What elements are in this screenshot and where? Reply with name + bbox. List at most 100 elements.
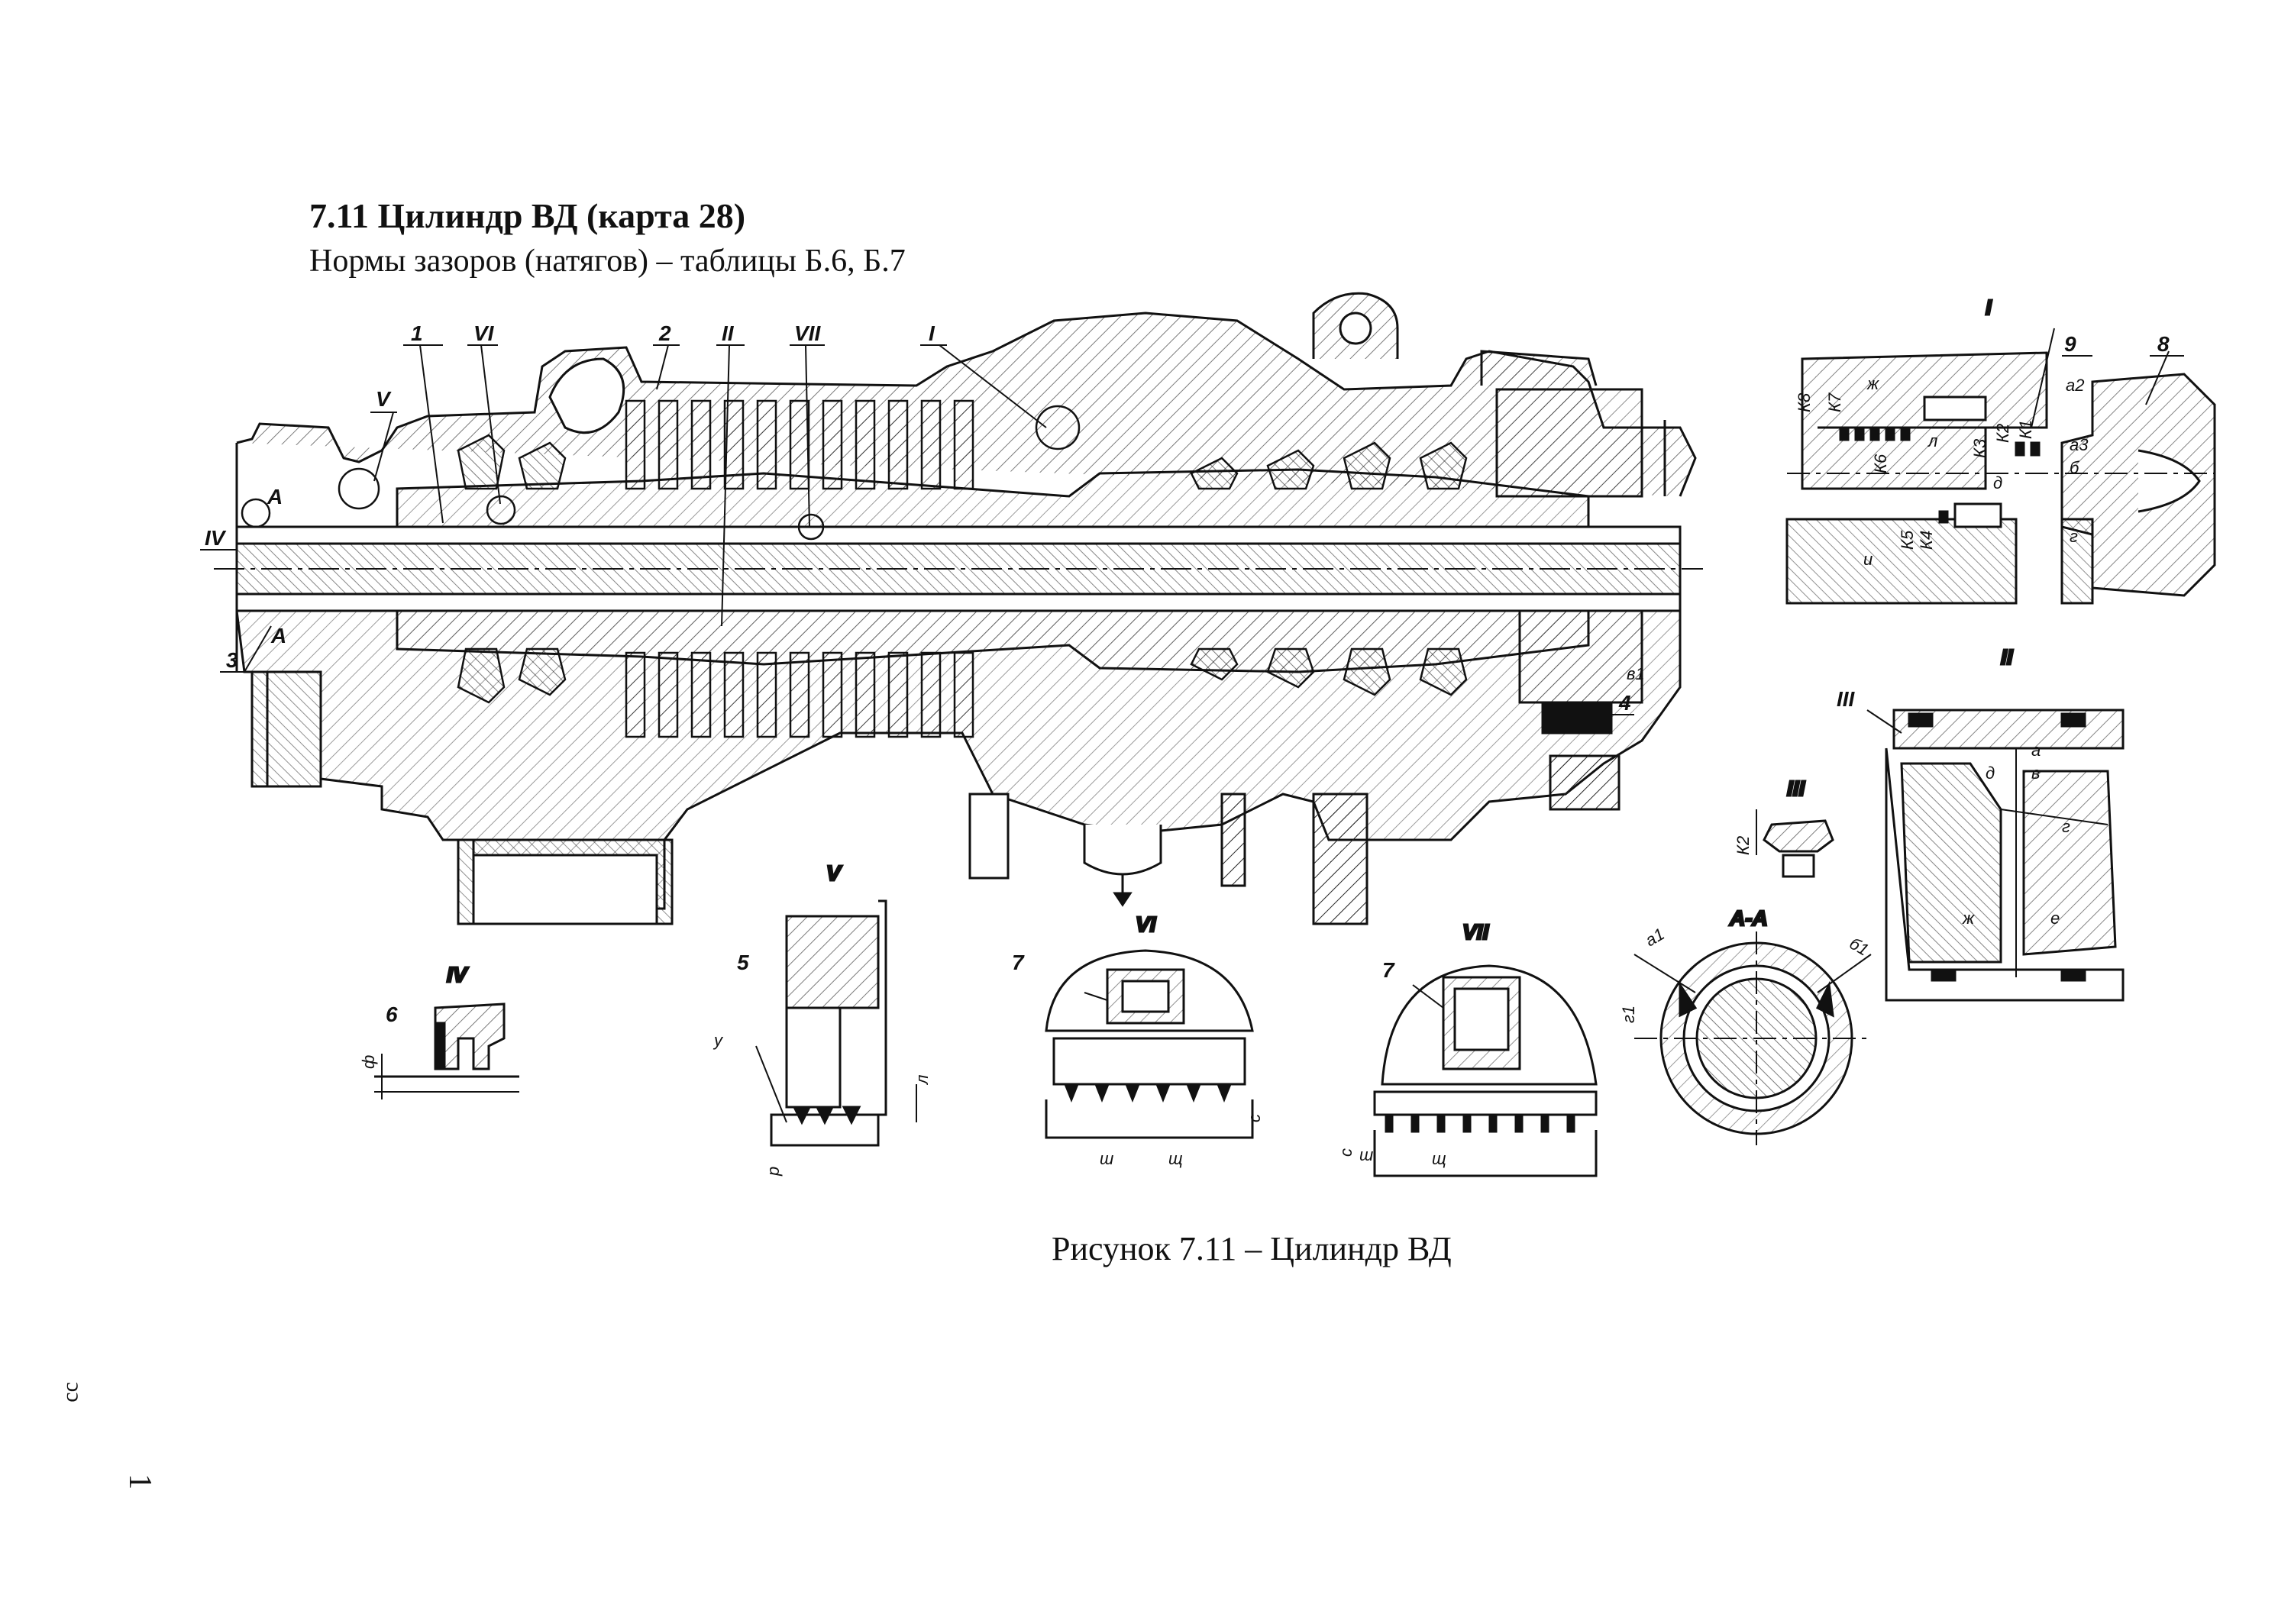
detail-II-labels: III а в д г ж е <box>1837 687 2070 928</box>
section-mark-a-bottom: A <box>270 624 286 647</box>
figure-caption: Рисунок 7.11 – Цилиндр ВД <box>1052 1230 1452 1267</box>
blade-large-upper <box>1419 441 1468 490</box>
label-4: 4 <box>1618 691 1631 715</box>
detail-VII: VII <box>1373 919 1598 1177</box>
detail-VI-sh: ш <box>1100 1149 1113 1168</box>
page-subtitle: Нормы зазоров (натягов) – таблицы Б.6, Б… <box>309 244 906 279</box>
page-title: 7.11 Цилиндр ВД (карта 28) <box>309 196 745 235</box>
detail-I-b: б <box>2070 458 2080 477</box>
label-2: 2 <box>658 321 671 345</box>
detail-II: II <box>1866 644 2125 1002</box>
blade-lower <box>658 651 679 738</box>
detail-I-k7: К7 <box>1825 392 1844 412</box>
seal-tooth <box>1155 1083 1171 1103</box>
blade-large-upper <box>1266 449 1315 490</box>
detail-V-labels: 5 у л р <box>713 951 932 1177</box>
blade-large-upper <box>457 434 506 490</box>
detail-V-u: у <box>713 1031 724 1050</box>
blade-large-lower <box>518 647 567 696</box>
blade-lower <box>822 651 843 738</box>
label-roman-VI: VI <box>473 321 495 345</box>
detail-AA-title: А-А <box>1729 906 1768 930</box>
blade-upper <box>887 399 909 490</box>
detail-I-a2: а2 <box>2066 376 2084 395</box>
detail-II-zh: ж <box>1962 909 1975 928</box>
detail-IV-title: IV <box>447 963 469 986</box>
detail-AA-a1: а1 <box>1642 924 1668 950</box>
detail-I-k6: К6 <box>1871 454 1890 473</box>
seal-tooth <box>1216 1083 1233 1103</box>
detail-VII-7: 7 <box>1382 958 1395 982</box>
detail-IV: IV <box>374 962 519 1099</box>
seal-tooth <box>1094 1083 1110 1103</box>
label-v1: в1 <box>1627 664 1645 683</box>
blade-large-lower <box>1343 647 1391 696</box>
detail-III-k2: К2 <box>1734 836 1753 855</box>
detail-IV-6: 6 <box>386 1002 398 1026</box>
detail-VI-7: 7 <box>1012 951 1025 974</box>
detail-II-title: II <box>2001 645 2014 669</box>
detail-VI-title: VI <box>1136 912 1157 936</box>
blade-lower <box>756 651 777 738</box>
detail-I-k5: К5 <box>1898 530 1917 550</box>
detail-VII-sh: ш <box>1359 1145 1373 1164</box>
detail-AA-g1: г1 <box>1619 1006 1638 1023</box>
blade-lower <box>953 651 974 738</box>
detail-IV-f: ф <box>359 1055 378 1069</box>
detail-I-g: г <box>2070 527 2078 546</box>
blade-large-lower <box>1419 647 1468 696</box>
detail-VI-labels: 7 с ш щ <box>1012 951 1264 1168</box>
label-1: 1 <box>411 321 423 345</box>
main-section <box>214 292 1703 925</box>
blade-upper <box>658 399 679 490</box>
detail-V-5: 5 <box>737 951 749 974</box>
seal-tooth <box>1436 1113 1446 1133</box>
detail-I-label-9: 9 <box>2064 332 2076 356</box>
detail-I-i: и <box>1863 550 1873 569</box>
blade-large-lower <box>457 647 506 704</box>
detail-I-d: д <box>1993 473 2002 492</box>
blade-lower <box>920 651 942 738</box>
blade-upper <box>789 399 810 490</box>
blade-large-upper <box>1343 441 1391 490</box>
detail-II-d: д <box>1986 764 1995 783</box>
blade-large-lower <box>1190 647 1239 681</box>
seal-tooth <box>1488 1113 1498 1133</box>
detail-III-title: III <box>1787 776 1806 800</box>
detail-AA: А-А <box>1633 906 1872 1145</box>
blade-lower <box>855 651 876 738</box>
detail-II-g: г <box>2062 817 2070 836</box>
blade-lower <box>625 651 646 738</box>
label-roman-I: I <box>929 321 935 345</box>
detail-VII-labels: 7 с ш щ <box>1336 958 1446 1168</box>
detail-II-a: а <box>2031 741 2041 760</box>
blade-upper <box>756 399 777 490</box>
detail-V-title: V <box>826 861 842 885</box>
seal-tooth <box>1185 1083 1202 1103</box>
blade-large-upper <box>1190 457 1239 490</box>
detail-I-zh: ж <box>1866 374 1879 393</box>
seal-tooth <box>1124 1083 1141 1103</box>
detail-II-e: е <box>2050 909 2060 928</box>
blade-upper <box>625 399 646 490</box>
detail-I-labels: 9 8 К8 К7 К6 К5 К4 К3 К2 К1 ж л д а2 а3 … <box>1795 332 2170 569</box>
detail-I-label-8: 8 <box>2157 332 2170 356</box>
seal-tooth <box>1410 1113 1420 1133</box>
detail-VII-title: VII <box>1462 920 1489 944</box>
blade-lower <box>723 651 745 738</box>
detail-VI: VI <box>1045 912 1254 1139</box>
detail-I-k4: К4 <box>1917 531 1936 550</box>
section-mark-a-top: A <box>267 485 283 509</box>
detail-II-r3: III <box>1837 687 1856 711</box>
detail-II-v: в <box>2031 764 2040 783</box>
detail-VI-shch: щ <box>1168 1149 1183 1168</box>
label-3: 3 <box>226 648 238 672</box>
detail-VI-s: с <box>1245 1114 1264 1122</box>
detail-I-title: I <box>1986 295 1992 319</box>
blade-lower <box>789 651 810 738</box>
margin-mark-top: ɔɔ <box>62 1382 87 1403</box>
seal-tooth <box>1462 1113 1472 1133</box>
seal-tooth <box>1566 1113 1575 1133</box>
